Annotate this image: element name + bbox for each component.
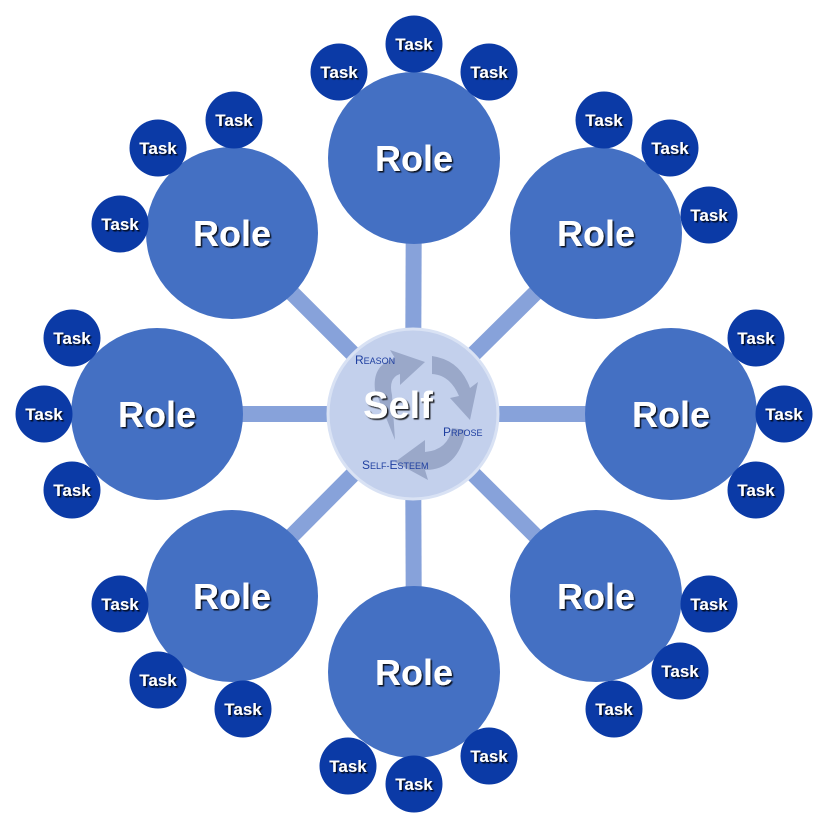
task-circle[interactable] bbox=[727, 461, 785, 519]
self-hub: REASON Self PRPOSE SELF-ESTEEM bbox=[326, 327, 500, 501]
task-label: Task bbox=[139, 139, 177, 158]
task-circle[interactable] bbox=[43, 461, 101, 519]
task-label: Task bbox=[470, 63, 508, 82]
task-circle[interactable] bbox=[91, 195, 149, 253]
task-circle[interactable] bbox=[205, 91, 263, 149]
task-circle[interactable] bbox=[91, 575, 149, 633]
task-circle[interactable] bbox=[651, 642, 709, 700]
task-label: Task bbox=[329, 757, 367, 776]
task-label: Task bbox=[101, 215, 139, 234]
task-circle[interactable] bbox=[680, 575, 738, 633]
task-label: Task bbox=[651, 139, 689, 158]
task-circle[interactable] bbox=[755, 385, 813, 443]
task-label: Task bbox=[101, 595, 139, 614]
role-label: Role bbox=[118, 394, 196, 435]
role-circle-top-left[interactable] bbox=[146, 147, 318, 319]
role-label: Role bbox=[375, 652, 453, 693]
cycle-arrows-icon bbox=[374, 350, 478, 480]
task-circle[interactable] bbox=[214, 680, 272, 738]
task-label: Task bbox=[25, 405, 63, 424]
task-label: Task bbox=[737, 481, 775, 500]
role-label: Role bbox=[557, 213, 635, 254]
task-label: Task bbox=[395, 35, 433, 54]
role-label: Role bbox=[557, 576, 635, 617]
task-circle[interactable] bbox=[460, 43, 518, 101]
role-circle-top-right[interactable] bbox=[510, 147, 682, 319]
role-circle-top[interactable] bbox=[328, 72, 500, 244]
task-label: Task bbox=[224, 700, 262, 719]
role-circle-bottom-right[interactable] bbox=[510, 510, 682, 682]
role-circle-right[interactable] bbox=[585, 328, 757, 500]
task-circle[interactable] bbox=[15, 385, 73, 443]
role-circle-bottom[interactable] bbox=[328, 586, 500, 758]
task-circle[interactable] bbox=[385, 15, 443, 73]
roles: RoleTaskTaskTaskRoleTaskTaskTaskRoleTask… bbox=[15, 15, 813, 813]
task-label: Task bbox=[320, 63, 358, 82]
task-label: Task bbox=[53, 329, 91, 348]
task-circle[interactable] bbox=[680, 186, 738, 244]
task-label: Task bbox=[765, 405, 803, 424]
task-label: Task bbox=[53, 481, 91, 500]
task-label: Task bbox=[215, 111, 253, 130]
task-circle[interactable] bbox=[310, 43, 368, 101]
task-label: Task bbox=[595, 700, 633, 719]
task-circle[interactable] bbox=[385, 755, 443, 813]
task-label: Task bbox=[139, 671, 177, 690]
role-label: Role bbox=[632, 394, 710, 435]
task-circle[interactable] bbox=[460, 727, 518, 785]
task-circle[interactable] bbox=[129, 651, 187, 709]
role-label: Role bbox=[375, 138, 453, 179]
task-circle[interactable] bbox=[585, 680, 643, 738]
task-label: Task bbox=[470, 747, 508, 766]
role-label: Role bbox=[193, 213, 271, 254]
self-label: Self bbox=[363, 385, 433, 427]
task-circle[interactable] bbox=[129, 119, 187, 177]
task-circle[interactable] bbox=[727, 309, 785, 367]
task-label: Task bbox=[395, 775, 433, 794]
task-circle[interactable] bbox=[43, 309, 101, 367]
task-circle[interactable] bbox=[319, 737, 377, 795]
task-label: Task bbox=[690, 206, 728, 225]
cycle-label-purpose: PRPOSE bbox=[443, 425, 483, 439]
task-label: Task bbox=[690, 595, 728, 614]
role-label: Role bbox=[193, 576, 271, 617]
task-label: Task bbox=[661, 662, 699, 681]
task-label: Task bbox=[737, 329, 775, 348]
role-circle-left[interactable] bbox=[71, 328, 243, 500]
role-circle-bottom-left[interactable] bbox=[146, 510, 318, 682]
task-label: Task bbox=[585, 111, 623, 130]
task-circle[interactable] bbox=[575, 91, 633, 149]
cycle-label-reason: REASON bbox=[355, 353, 395, 367]
cycle-label-self-esteem: SELF-ESTEEM bbox=[362, 458, 429, 472]
task-circle[interactable] bbox=[641, 119, 699, 177]
